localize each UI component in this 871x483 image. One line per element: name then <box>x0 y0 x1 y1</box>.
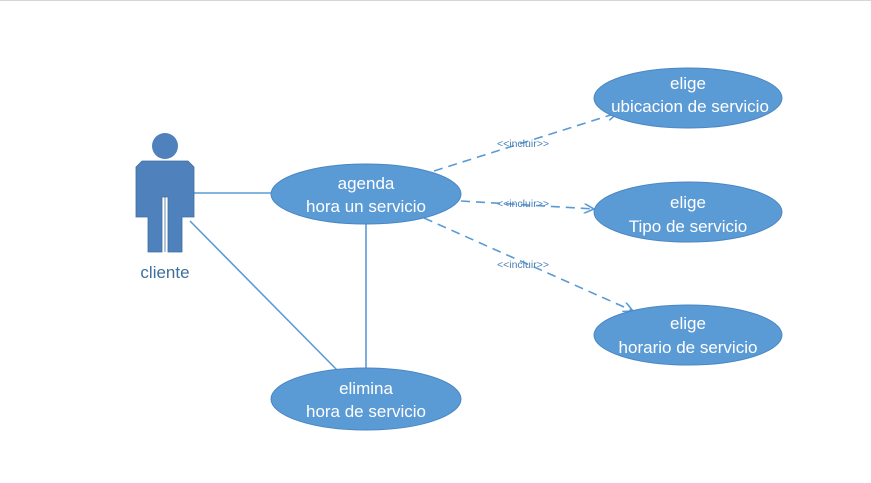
actor-cliente <box>135 133 195 253</box>
include-arrow-tipo <box>460 200 594 209</box>
actor-head <box>152 133 178 159</box>
include-label-ubicacion: <<incluir>> <box>497 138 549 150</box>
use-case-agenda <box>270 163 462 225</box>
use-case-agenda-line2: hora un servicio <box>306 197 426 216</box>
use-case-ubicacion <box>593 67 783 129</box>
use-case-horario-line1: elige <box>670 314 706 333</box>
use-case-horario-line2: horario de servicio <box>619 338 758 357</box>
use-case-ubicacion-line2: ubicacion de servicio <box>611 97 769 116</box>
use-case-tipo-line2: Tipo de servicio <box>629 217 747 236</box>
use-case-elimina-line2: hora de servicio <box>306 402 426 421</box>
use-case-tipo-line1: elige <box>670 193 706 212</box>
include-label-horario: <<incluir>> <box>497 259 549 271</box>
use-case-elimina-line1: elimina <box>339 379 393 398</box>
include-arrow-ubicacion <box>433 113 617 172</box>
use-case-elimina <box>270 367 462 431</box>
use-case-agenda-line1: agenda <box>338 174 395 193</box>
include-arrow-horario <box>423 217 633 311</box>
use-case-ubicacion-line1: elige <box>670 74 706 93</box>
use-case-tipo <box>593 181 783 243</box>
actor-label: cliente <box>140 263 189 282</box>
include-label-tipo: <<incluir>> <box>497 198 549 210</box>
use-case-horario <box>593 304 783 366</box>
association-cliente-elimina <box>189 220 339 372</box>
actor-body <box>135 160 195 253</box>
